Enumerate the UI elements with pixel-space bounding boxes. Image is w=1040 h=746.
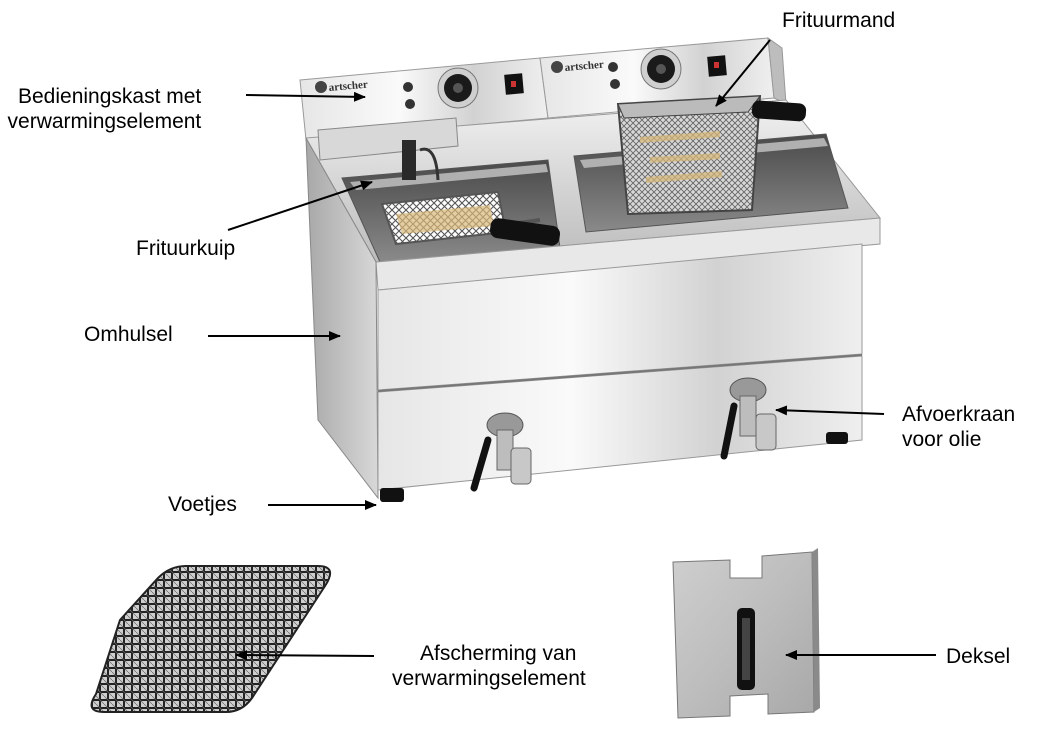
- arrow-afscherming: [235, 650, 375, 661]
- svg-text:artscher: artscher: [328, 79, 368, 94]
- label-frituurkuip: Frituurkuip: [136, 237, 236, 260]
- heating-element-guard: [90, 565, 332, 713]
- indicator-lamp: [608, 62, 618, 72]
- label-frituurmand: Frituurmand: [782, 9, 896, 32]
- foot: [826, 432, 848, 444]
- label-afscherming: Afscherming van verwarmingselement: [392, 642, 586, 690]
- drain-valve-left: [470, 412, 532, 492]
- foot: [380, 488, 404, 502]
- drain-valve-right: [720, 377, 777, 460]
- brand-logo-left: artscher: [315, 79, 368, 94]
- thermostat-knob-left: [437, 67, 479, 109]
- arrow-afvoerkraan: [775, 405, 885, 416]
- label-voetjes: Voetjes: [168, 493, 237, 516]
- label-deksel: Deksel: [946, 645, 1011, 668]
- label-afvoerkraan: Afvoerkraan voor olie: [902, 403, 1016, 451]
- housing-front-upper: [377, 243, 863, 391]
- housing-side: [305, 137, 379, 500]
- thermostat-knob-right: [640, 48, 682, 90]
- indicator-lamp: [403, 82, 413, 92]
- indicator-lamp: [405, 99, 415, 109]
- fry-basket-small: [380, 190, 561, 246]
- front-band: [375, 217, 881, 291]
- arrow-frituurkuip: [227, 180, 373, 231]
- indicator-lamp: [610, 79, 620, 89]
- brand-logo-right: artscher: [551, 59, 604, 74]
- label-omhulsel: Omhulsel: [84, 323, 173, 346]
- svg-text:artscher: artscher: [564, 59, 604, 74]
- callout-arrows: [208, 39, 936, 661]
- lid: [672, 548, 820, 719]
- arrow-bedieningskast: [245, 91, 366, 102]
- heating-element-left: [317, 117, 459, 181]
- fryer: artscher artscher: [299, 36, 881, 502]
- label-bedieningskast: Bedieningskast met verwarmingselement: [7, 85, 202, 133]
- arrow-frituurmand: [715, 39, 771, 107]
